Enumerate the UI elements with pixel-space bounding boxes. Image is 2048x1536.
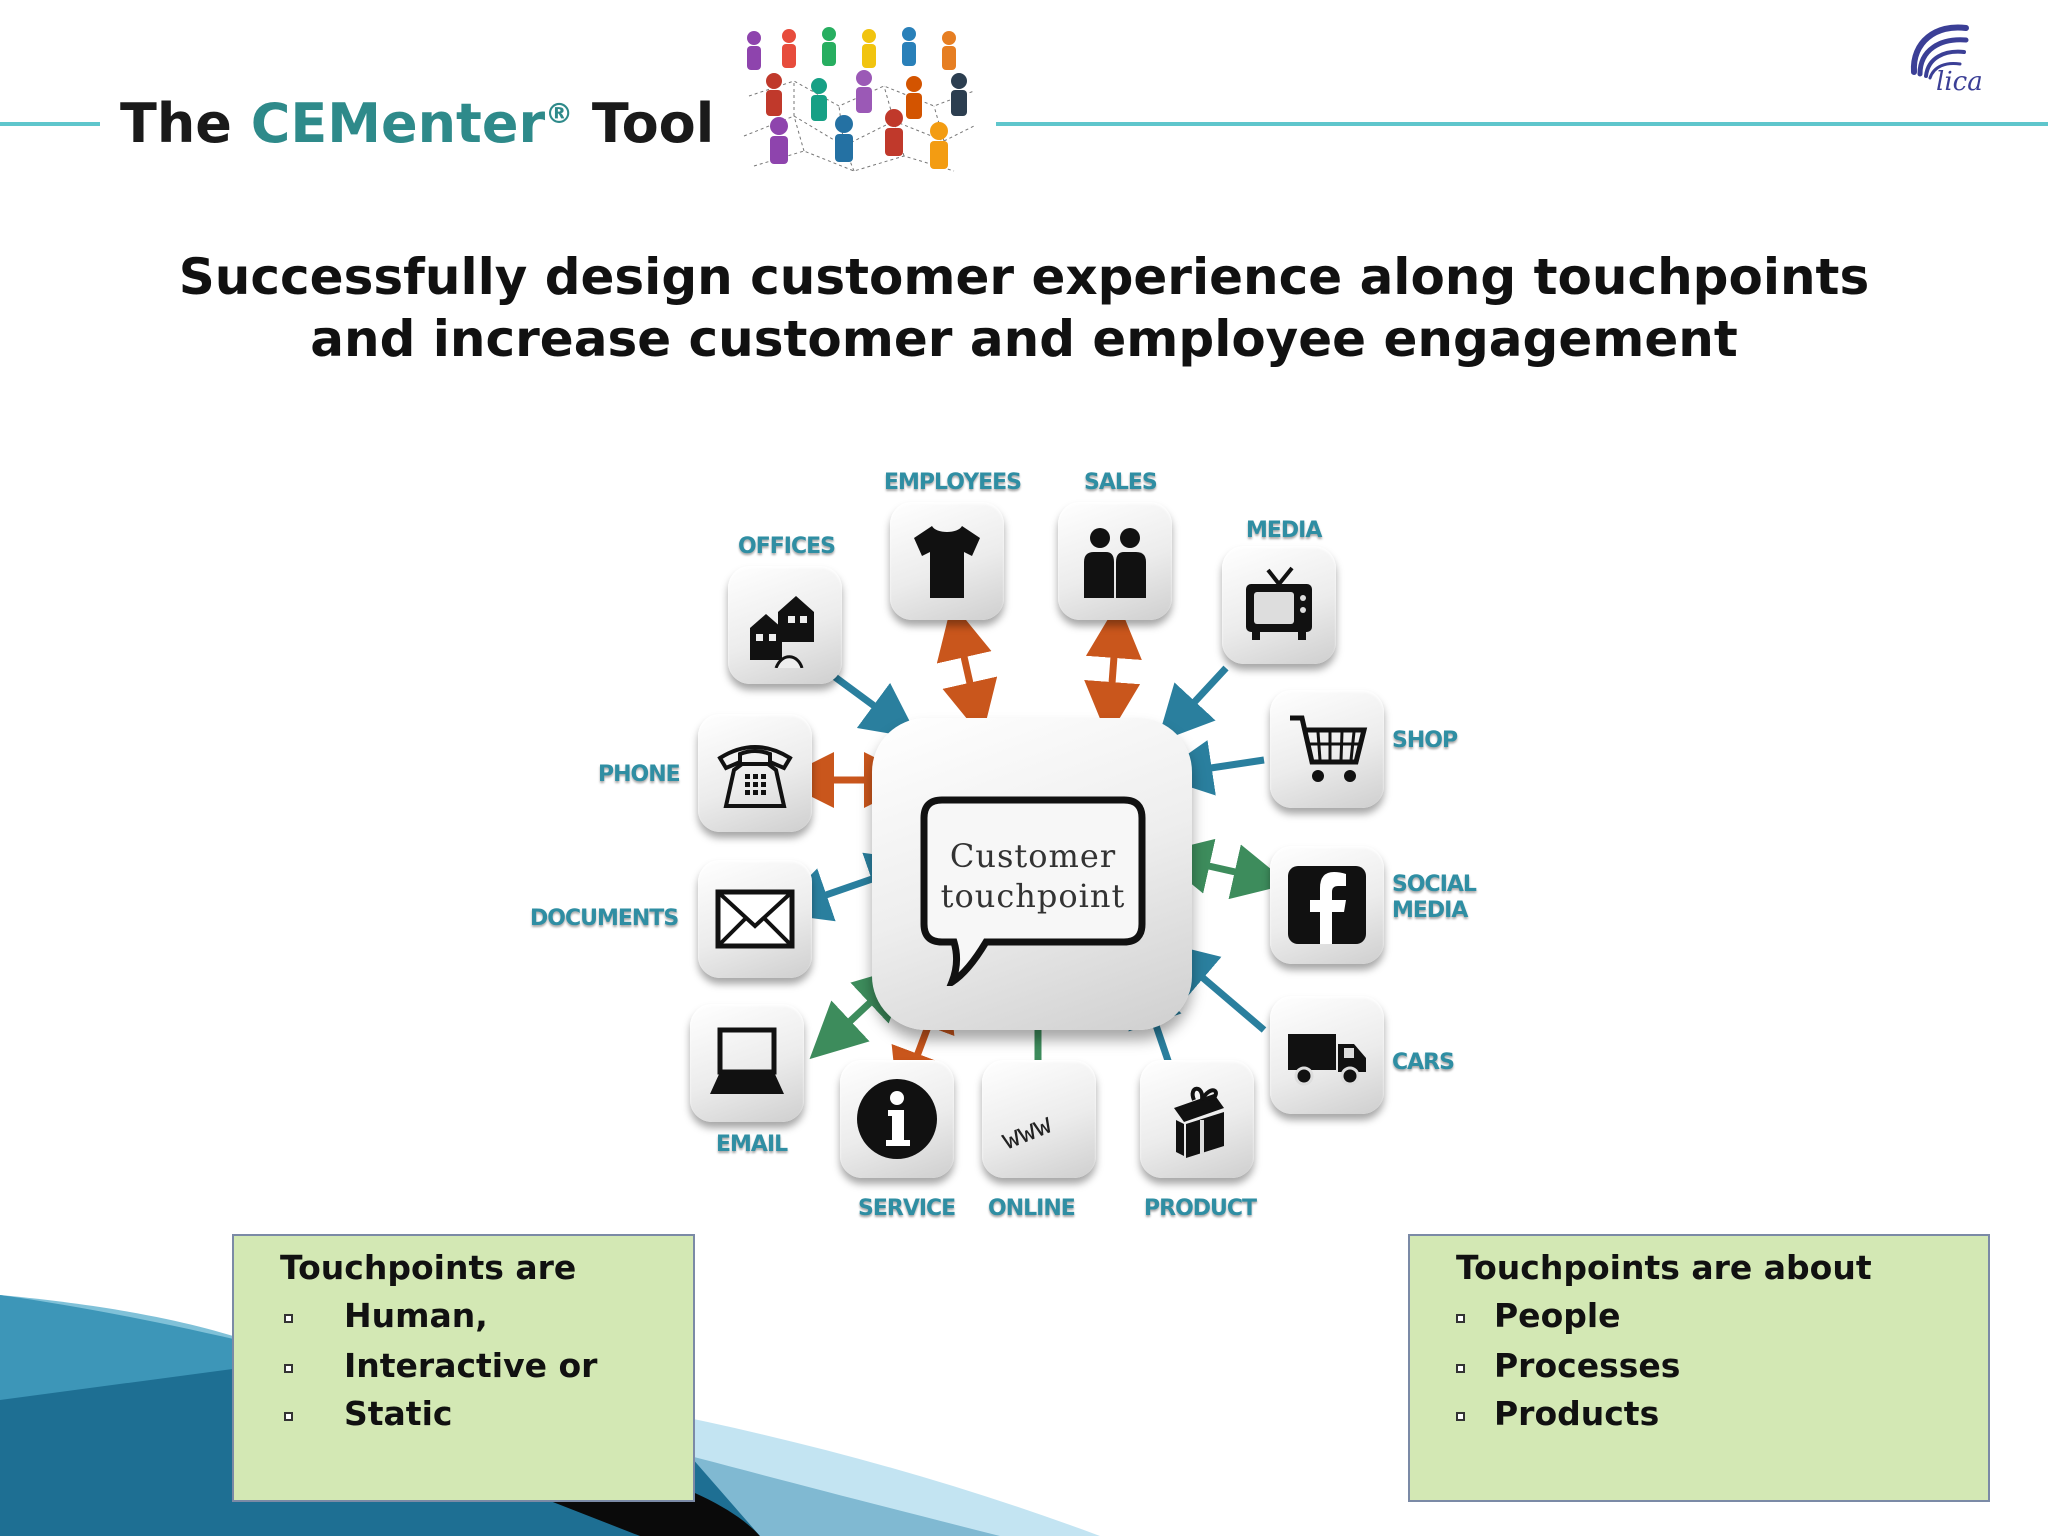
header-rule-left (0, 122, 100, 126)
right-bullet-3 (1456, 1412, 1465, 1421)
header-rule-right (996, 122, 2048, 126)
label-service: SERVICE (858, 1196, 956, 1221)
svg-text:www: www (997, 1107, 1056, 1157)
tile-product (1140, 1060, 1254, 1178)
tile-cars (1270, 996, 1384, 1114)
center-label-line-1: Customer (949, 837, 1117, 875)
tile-shop (1270, 690, 1384, 808)
left-bullet-1 (284, 1314, 293, 1323)
label-email: EMAIL (716, 1132, 788, 1157)
tv-icon (1246, 566, 1312, 640)
label-employees: EMPLOYEES (884, 470, 1022, 495)
arrow-media (1156, 665, 1229, 743)
center-label-line-2: touchpoint (940, 877, 1126, 915)
left-item-3: Static (344, 1394, 453, 1433)
arrow-shop (1156, 740, 1265, 796)
title-prefix: The (120, 92, 232, 155)
title-suffix: Tool (591, 92, 715, 155)
label-sales: SALES (1084, 470, 1158, 495)
right-info-box: Touchpoints are about People Processes P… (1408, 1234, 1990, 1502)
title-brand: CEMenter (250, 92, 546, 155)
info-icon (857, 1079, 937, 1159)
arrow-sales (1084, 602, 1142, 738)
tile-social-media (1270, 846, 1384, 964)
elica-logo: lica (1910, 24, 1983, 97)
tile-phone (698, 714, 812, 832)
truck-icon (1288, 1034, 1366, 1086)
center-label: Customer touchpoint (928, 836, 1138, 916)
tile-email (690, 1004, 804, 1122)
label-social: SOCIAL MEDIA (1392, 872, 1477, 924)
envelope-icon (715, 889, 795, 949)
tile-service (840, 1060, 954, 1178)
tile-employees (890, 502, 1004, 620)
label-phone: PHONE (598, 762, 681, 787)
cart-icon (1290, 715, 1368, 782)
laptop-icon (710, 1027, 784, 1094)
right-box-heading: Touchpoints are about (1456, 1248, 1872, 1287)
tile-sales (1058, 502, 1172, 620)
tshirt-icon (914, 526, 980, 598)
gift-icon (1174, 1086, 1224, 1158)
left-item-1: Human, (344, 1296, 488, 1335)
headline: Successfully design customer experience … (0, 246, 2048, 370)
left-bullet-3 (284, 1412, 293, 1421)
label-offices: OFFICES (738, 534, 836, 559)
label-social-line-1: SOCIAL (1392, 872, 1477, 897)
tile-offices (728, 566, 842, 684)
right-item-2: Processes (1494, 1346, 1681, 1385)
arrow-cars (1160, 941, 1267, 1033)
left-box-heading: Touchpoints are (280, 1248, 577, 1287)
people-icon (1084, 528, 1146, 598)
label-social-line-2: MEDIA (1392, 898, 1468, 923)
label-shop: SHOP (1392, 728, 1458, 753)
headline-line-2: and increase customer and employee engag… (310, 310, 1738, 368)
tile-media (1222, 546, 1336, 664)
people-network-image (743, 27, 975, 172)
right-item-3: Products (1494, 1394, 1660, 1433)
right-bullet-1 (1456, 1314, 1465, 1323)
label-documents: DOCUMENTS (530, 906, 679, 931)
facebook-icon (1288, 866, 1366, 944)
left-bullet-2 (284, 1364, 293, 1373)
label-product: PRODUCT (1144, 1196, 1257, 1221)
houses-icon (750, 596, 814, 668)
headline-line-1: Successfully design customer experience … (178, 248, 1870, 306)
left-info-box: Touchpoints are Human, Interactive or St… (232, 1234, 695, 1502)
arrow-social (1154, 838, 1290, 900)
tile-documents (698, 860, 812, 978)
right-bullet-2 (1456, 1364, 1465, 1373)
label-cars: CARS (1392, 1050, 1455, 1075)
speech-bubble (920, 796, 1146, 986)
label-online: ONLINE (988, 1196, 1076, 1221)
www-icon: www (997, 1107, 1056, 1157)
tile-online: www (982, 1060, 1096, 1178)
logo-wordmark: lica (1936, 67, 1983, 97)
right-item-1: People (1494, 1296, 1621, 1335)
arrow-employees (936, 602, 998, 738)
page-title: The CEMenter® Tool (120, 92, 714, 155)
title-brand-mark: ® (545, 97, 574, 130)
left-item-2: Interactive or (344, 1346, 598, 1385)
label-media: MEDIA (1246, 518, 1322, 543)
telephone-icon (717, 745, 793, 808)
